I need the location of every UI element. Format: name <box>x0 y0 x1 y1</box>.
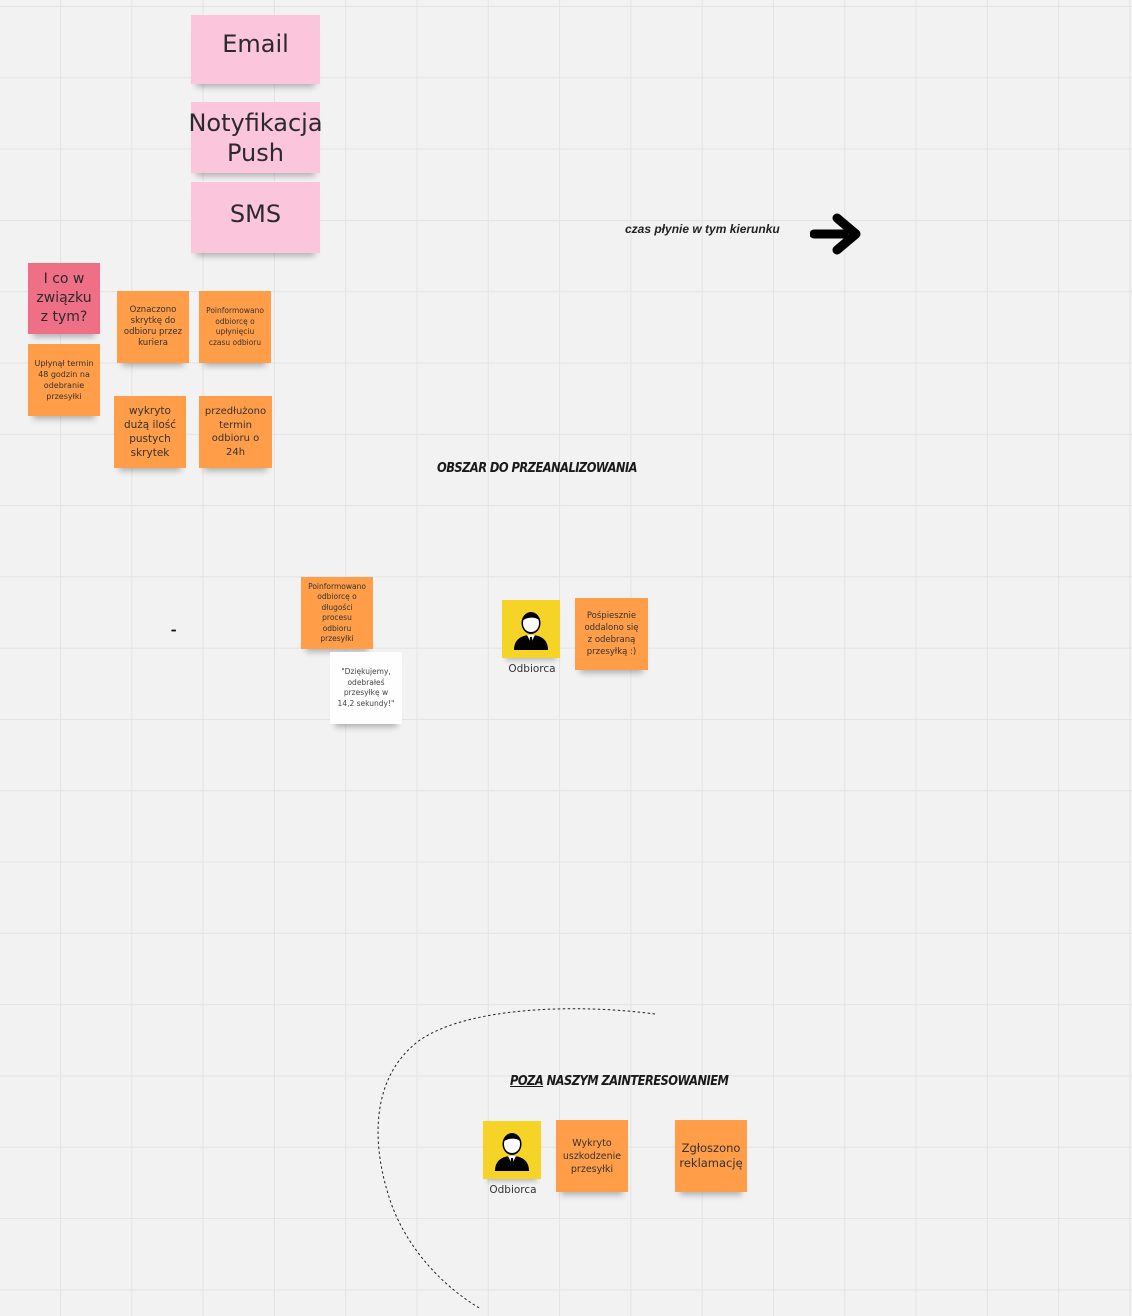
sticky-locker-marked[interactable]: Oznaczono skrytkę do odbioru przez kurie… <box>117 291 189 363</box>
analysis-area-heading: OBSZAR DO PRZEANALIZOWANIA <box>437 461 638 476</box>
actor-label-recipient-bottom: Odbiorca <box>489 1184 537 1196</box>
outside-heading-underlined: POZA <box>510 1074 544 1089</box>
sticky-informed-expiry[interactable]: Poinformowano odbiorcę o upłynięciu czas… <box>199 291 271 363</box>
ellipsis-indicator: ••• <box>171 628 176 635</box>
sticky-complaint-filed[interactable]: Zgłoszono reklamację <box>675 1120 747 1192</box>
actor-card-recipient-bottom[interactable] <box>483 1121 541 1179</box>
sticky-empty-lockers[interactable]: wykryto dużą ilość pustych skrytek <box>114 396 186 468</box>
sticky-informed-duration[interactable]: Poinformowano odbiorcę o długości proces… <box>301 577 373 649</box>
person-icon <box>495 1133 529 1171</box>
arrow-right-icon <box>810 213 861 255</box>
outside-heading-rest: NASZYM ZAINTERESOWANIEM <box>546 1074 729 1089</box>
sticky-hurried-away[interactable]: Pośpiesznie oddalono się z odebraną prze… <box>575 598 648 670</box>
sticky-damage-detected[interactable]: Wykryto uszkodzenie przesyłki <box>556 1120 628 1192</box>
sticky-question[interactable]: I co w związku z tym? <box>28 263 100 334</box>
sticky-push-notification[interactable]: Notyfikacja Push <box>188 102 323 173</box>
actor-card-recipient[interactable] <box>502 600 560 658</box>
sticky-extended-deadline[interactable]: przedłużono termin odbioru o 24h <box>199 396 272 468</box>
actor-label-recipient: Odbiorca <box>508 663 556 675</box>
sticky-sms[interactable]: SMS <box>191 182 320 253</box>
sticky-email[interactable]: Email <box>191 15 320 84</box>
time-direction-label: czas płynie w tym kierunku <box>625 222 780 236</box>
sticky-expired-deadline[interactable]: Upłynął termin 48 godzin na odebranie pr… <box>28 344 100 416</box>
outside-interest-heading: POZA NASZYM ZAINTERESOWANIEM <box>510 1074 729 1089</box>
person-icon <box>514 612 548 650</box>
sticky-thank-you-message[interactable]: "Dziękujemy, odebrałeś przesyłkę w 14,2 … <box>330 652 402 724</box>
